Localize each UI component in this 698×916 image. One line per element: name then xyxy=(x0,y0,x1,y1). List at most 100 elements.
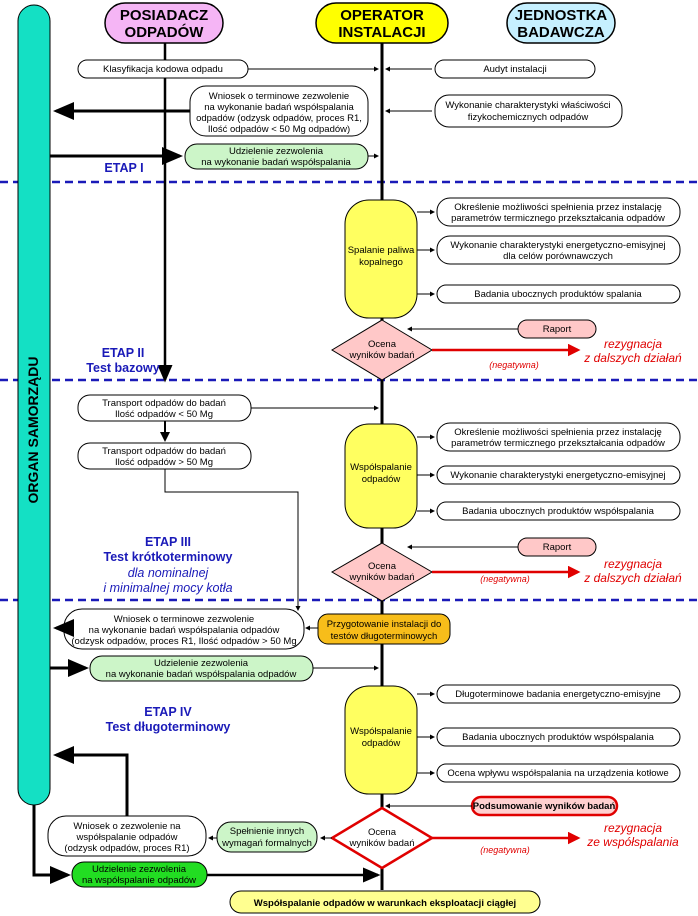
box-final xyxy=(229,890,541,914)
wniosek-terminowe-line1: Wniosek o terminowe zezwolenie xyxy=(209,91,349,102)
raport-2-text: Raport xyxy=(543,542,572,553)
rezygnacja-2-line2: z dalszych działań xyxy=(583,571,682,585)
wniosek-3-line2: współspalanie odpadów xyxy=(76,832,178,843)
spalanie-paliwa-line2: kopalnego xyxy=(359,257,403,268)
box-ocena-wplywu xyxy=(436,763,681,783)
rezygnacja-1-line1: rezygnacja xyxy=(604,337,662,351)
transport-2-line1: Transport odpadów do badań xyxy=(102,446,226,457)
okreslenie-1-line1: Określenie możliwości spełnienia przez i… xyxy=(454,202,662,213)
transport-2-line2: Ilość odpadów > 50 Mg xyxy=(115,457,213,468)
udzielenie-2-line2: na wykonanie badań współspalania odpadów xyxy=(106,669,297,680)
box-wspolspalanie-2 xyxy=(344,685,418,795)
etap-3-sublabel: Test krótkoterminowy xyxy=(104,550,233,564)
okreslenie-1-line2: parametrów termicznego przekształcania o… xyxy=(451,213,665,224)
header-jednostka xyxy=(506,2,616,44)
box-charakterystyka-fizyko xyxy=(434,94,623,128)
udzielenie-3-line1: Udzielenie zezwolenia xyxy=(92,864,187,875)
wniosek-3-line3: (odzysk odpadów, proces R1) xyxy=(64,843,189,854)
udzielenie-1-line1: Udzielenie zezwolenia xyxy=(229,146,324,157)
header-posiadacz-line1: POSIADACZ xyxy=(120,7,208,24)
rezygnacja-1-line2: z dalszych działań xyxy=(583,351,682,365)
arrow-organ-to-udzielenie-3 xyxy=(32,805,71,884)
charakterystyka-energ-1-line2: dla celów porównawczych xyxy=(503,251,613,262)
raport-1-text: Raport xyxy=(543,324,572,335)
final-text: Współspalanie odpadów w warunkach eksplo… xyxy=(254,898,516,909)
okreslenie-2-line2: parametrów termicznego przekształcania o… xyxy=(451,438,665,449)
decision-ocena-3 xyxy=(329,806,435,870)
okreslenie-2-line1: Określenie możliwości spełnienia przez i… xyxy=(454,427,662,438)
box-klasyfikacja-text: Klasyfikacja kodowa odpadu xyxy=(103,64,223,75)
wniosek-3-line1: Wniosek o zezwolenie na xyxy=(73,821,181,832)
etap-3-desc1: dla nominalnej xyxy=(128,566,210,580)
ocena-wplywu-text: Ocena wpływu współspalania na urządzenia… xyxy=(447,768,668,779)
spalanie-paliwa-line1: Spalanie paliwa xyxy=(348,245,415,256)
transport-1-line1: Transport odpadów do badań xyxy=(102,398,226,409)
wniosek-terminowe-line2: na wykonanie badań współspalania xyxy=(204,102,354,113)
box-badania-2 xyxy=(436,501,681,521)
przygotowanie-line1: Przygotowanie instalacji do xyxy=(327,619,442,630)
etap-2-sublabel: Test bazowy xyxy=(86,361,159,375)
header-posiadacz xyxy=(104,2,224,44)
spelnienie-line2: wymagań formalnych xyxy=(221,838,312,849)
wspolspalanie-1-line2: odpadów xyxy=(362,474,401,485)
badania-2-text: Badania ubocznych produktów współspalani… xyxy=(462,506,654,517)
box-okreslenie-2 xyxy=(436,422,681,452)
arrow-transport-2 xyxy=(164,469,301,611)
ocena-2-line2: wyników badań xyxy=(349,572,415,583)
wniosek-2-line2: na wykonanie badań współspalania odpadów xyxy=(89,625,280,636)
decision-ocena-1 xyxy=(331,319,433,381)
box-wspolspalanie-1 xyxy=(344,423,418,529)
etap-3-label: ETAP III xyxy=(145,535,191,549)
etap-4-sublabel: Test długoterminowy xyxy=(106,720,231,734)
transport-1-line2: Ilość odpadów < 50 Mg xyxy=(115,409,213,420)
header-operator-line2: INSTALACJI xyxy=(338,24,425,41)
ocena-2-line1: Ocena xyxy=(368,561,397,572)
negatywna-2-label: (negatywna) xyxy=(480,574,530,584)
header-jednostka-line2: BADAWCZA xyxy=(517,24,605,41)
rezygnacja-3-line1: rezygnacja xyxy=(604,821,662,835)
etap-2-label: ETAP II xyxy=(102,346,145,360)
organ-samorzadu-label: ORGAN SAMORZĄDU xyxy=(25,357,41,504)
badania-1-text: Badania ubocznych produktów spalania xyxy=(474,289,642,300)
udzielenie-2-line1: Udzielenie zezwolenia xyxy=(154,658,249,669)
box-przygotowanie xyxy=(317,613,451,645)
udzielenie-3-line2: na współspalanie odpadów xyxy=(82,875,196,886)
header-operator xyxy=(315,2,449,44)
arrow-wniosek-3-to-organ xyxy=(53,746,129,816)
udzielenie-1-line2: na wykonanie badań współspalania xyxy=(201,157,351,168)
box-charakterystyka-energ-2 xyxy=(436,465,681,485)
header-jednostka-line1: JEDNOSTKA xyxy=(515,7,608,24)
box-spalanie-paliwa xyxy=(344,199,418,319)
charakterystyka-fizyko-line2: fizykochemicznych odpadów xyxy=(468,112,589,123)
wniosek-2-line1: Wniosek o terminowe zezwolenie xyxy=(114,614,254,625)
charakterystyka-energ-2-text: Wykonanie charakterystyki energetyczno-e… xyxy=(450,470,665,481)
spelnienie-line1: Spełnienie innych xyxy=(230,826,304,837)
wniosek-terminowe-line3: odpadów (odzysk odpadów, proces R1, xyxy=(196,113,362,124)
rezygnacja-2-line1: rezygnacja xyxy=(604,557,662,571)
charakterystyka-fizyko-line1: Wykonanie charakterystyki właściwości xyxy=(445,100,610,111)
wniosek-2-line3: (odzysk odpadów, proces R1, Ilość odpadó… xyxy=(71,636,296,647)
etap-1-label: ETAP I xyxy=(104,161,143,175)
box-badania-1 xyxy=(436,284,681,304)
box-badania-3 xyxy=(436,727,681,747)
dlugoterminowe-text: Długoterminowe badania energetyczno-emis… xyxy=(455,689,660,700)
box-spelnienie xyxy=(216,821,318,853)
box-charakterystyka-energ-1 xyxy=(436,235,681,265)
negatywna-3-label: (negatywna) xyxy=(480,845,530,855)
etap-3-desc2: i minimalnej mocy kotła xyxy=(103,581,232,595)
box-audyt-text: Audyt instalacji xyxy=(483,64,546,75)
decision-ocena-2 xyxy=(331,542,433,602)
etap-4-label: ETAP IV xyxy=(144,705,192,719)
wspolspalanie-2-line2: odpadów xyxy=(362,738,401,749)
ocena-1-line2: wyników badań xyxy=(349,350,415,361)
charakterystyka-energ-1-line1: Wykonanie charakterystyki energetyczno-e… xyxy=(450,240,665,251)
box-dlugoterminowe xyxy=(436,684,681,704)
wniosek-terminowe-line4: Ilość odpadów < 50 Mg odpadów) xyxy=(208,124,350,135)
header-posiadacz-line2: ODPADÓW xyxy=(125,23,205,41)
badania-3-text: Badania ubocznych produktów współspalani… xyxy=(462,732,654,743)
box-audyt xyxy=(434,59,596,79)
przygotowanie-line2: testów długoterminowych xyxy=(331,631,438,642)
negatywna-1-label: (negatywna) xyxy=(489,360,539,370)
